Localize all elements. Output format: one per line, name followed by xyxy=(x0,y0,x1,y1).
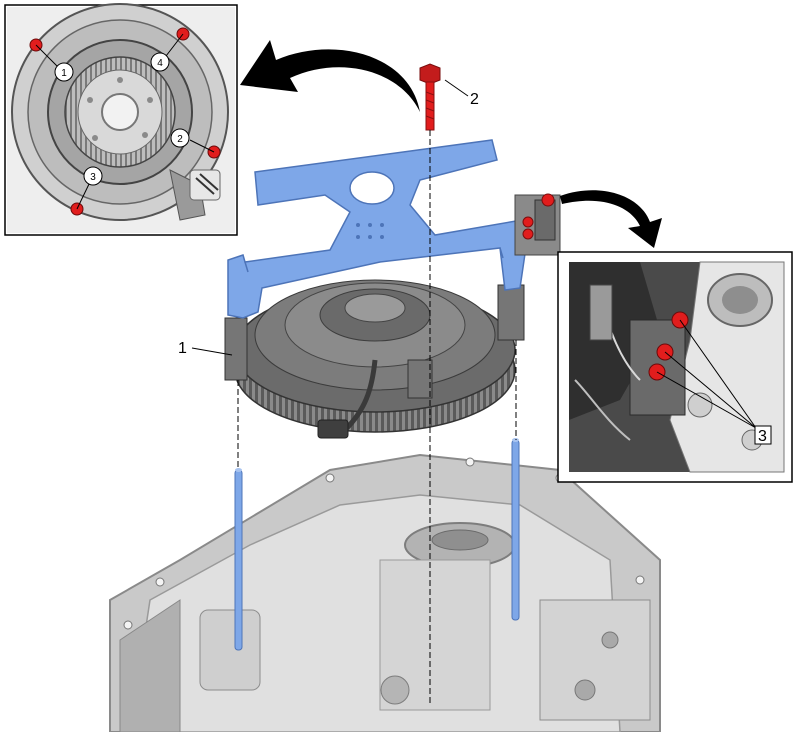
connector-bolts xyxy=(514,193,561,256)
callout-3: 3 xyxy=(758,428,767,445)
svg-text:2: 2 xyxy=(177,134,183,145)
callout-leaders xyxy=(191,79,469,356)
arrow-to-right-inset xyxy=(560,190,662,248)
sequence-marker-2: 2 xyxy=(170,128,190,148)
center-bolt xyxy=(419,63,441,131)
right-inset: 3 xyxy=(557,251,793,483)
svg-text:3: 3 xyxy=(90,172,96,183)
sequence-marker-1: 1 xyxy=(54,62,74,82)
callout-2: 2 xyxy=(470,91,479,108)
sequence-marker-4: 4 xyxy=(150,52,170,72)
svg-text:1: 1 xyxy=(61,68,67,79)
alignment-lines xyxy=(237,130,517,705)
lifting-bracket-tool xyxy=(227,139,528,319)
sequence-marker-3: 3 xyxy=(83,166,103,186)
transmission-housing xyxy=(109,453,661,732)
svg-text:4: 4 xyxy=(157,58,163,69)
arrow-to-left-inset xyxy=(240,40,420,112)
callout-1: 1 xyxy=(178,340,187,357)
clutch-assembly xyxy=(224,279,525,439)
left-inset: 1 4 2 3 xyxy=(4,3,238,236)
